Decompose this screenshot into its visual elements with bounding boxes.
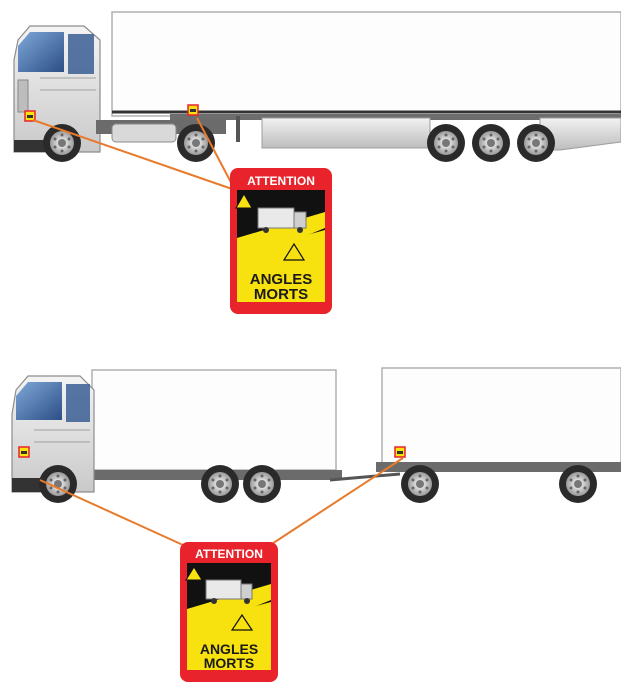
wheel (472, 124, 510, 162)
wheel (427, 124, 465, 162)
blind-spot-sticker-top: ATTENTION ANGLES MORTS (230, 168, 332, 314)
drawbar-trailer-box (382, 368, 621, 468)
windshield (18, 32, 64, 72)
blind-spot-sign-marker (188, 105, 198, 115)
rigid-truck-box (92, 370, 336, 470)
wheel (401, 465, 439, 503)
wheel (517, 124, 555, 162)
wheel (243, 465, 281, 503)
blind-spot-sign-marker (395, 447, 405, 457)
sticker-header: ATTENTION (195, 547, 263, 561)
semi-trailer-box (112, 12, 621, 116)
semi-trailer-truck (14, 12, 621, 162)
trailer-side-skirt (262, 118, 430, 148)
sticker-line2: MORTS (254, 286, 308, 303)
sticker-line2: MORTS (204, 655, 255, 671)
road-train-truck (12, 368, 621, 503)
blind-spot-sticker-bottom: ATTENTION ANGLES MORTS (180, 542, 278, 682)
sticker-header: ATTENTION (247, 174, 315, 188)
wheel (201, 465, 239, 503)
fuel-tank (112, 124, 176, 142)
wheel (559, 465, 597, 503)
blind-spot-sign-marker (19, 447, 29, 457)
wheel (39, 465, 77, 503)
